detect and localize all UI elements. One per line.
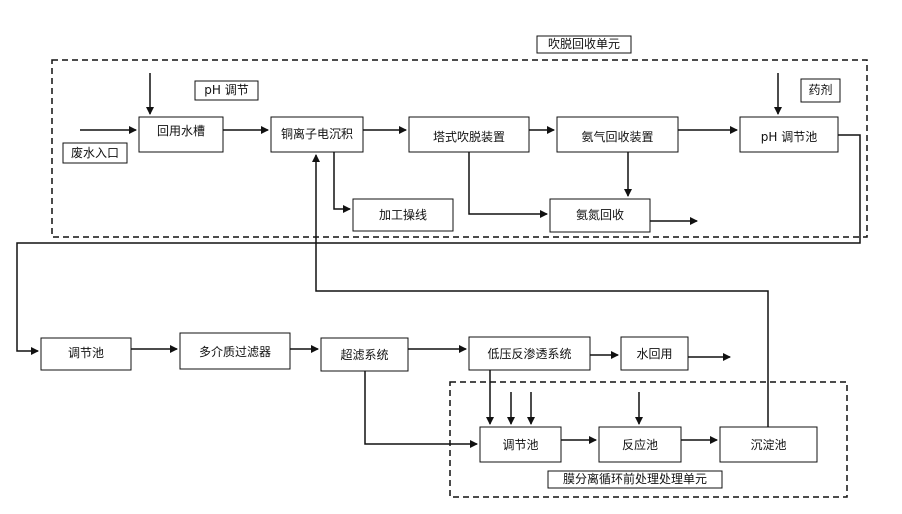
reaction-tank-box	[598, 426, 682, 463]
water-reuse-label: 水回用	[636, 347, 673, 361]
copper-electrodeposition-label: 铜离子电沉积	[280, 127, 353, 141]
ammonia-nitrogen-recovery-box	[549, 198, 651, 233]
ammonia-gas-recovery-box	[556, 116, 679, 153]
ph-adjust-tag: pH 调节	[204, 83, 249, 97]
sedimentation-tank-box	[719, 426, 818, 463]
reuse-tank-label: 回用水槽	[156, 124, 205, 138]
arrow-electrodeposition-to-processing-line	[333, 152, 351, 213]
membrane-unit-title-box	[547, 470, 723, 489]
arrow-stripping-to-nitrogen-recovery	[468, 152, 548, 218]
sedimentation-tank-label: 沉淀池	[750, 438, 787, 452]
reaction-tank-label: 反应池	[621, 438, 658, 452]
stripping-unit-title-box	[536, 35, 632, 54]
multimedia-filter-label: 多介质过滤器	[198, 345, 271, 359]
multimedia-filter-box	[179, 332, 291, 370]
wastewater-inlet-label: 废水入口	[70, 146, 119, 160]
equalization-tank-2-box	[479, 426, 562, 463]
low-pressure-ro-label: 低压反渗透系统	[487, 347, 572, 361]
equalization-tank-1-label: 调节池	[67, 346, 104, 360]
ammonia-nitrogen-recovery-label: 氨氮回收	[575, 208, 624, 222]
equalization-tank-1-box	[40, 337, 132, 371]
membrane-pretreatment-unit-boundary	[449, 381, 848, 498]
processing-line-label: 加工操线	[378, 208, 427, 222]
reagent-tag: 药剂	[808, 83, 833, 97]
processing-line-box	[352, 198, 454, 232]
ph-adjust-tank-box	[739, 116, 839, 153]
copper-electrodeposition-box	[270, 116, 364, 153]
arrow-ph-tank-to-equalization-1	[16, 134, 861, 355]
equalization-tank-2-label: 调节池	[502, 438, 539, 452]
ammonia-gas-recovery-label: 氨气回收装置	[581, 130, 654, 144]
reagent-tag-box	[800, 78, 841, 103]
reuse-tank-box	[138, 116, 224, 153]
tower-stripping-label: 塔式吹脱装置	[432, 130, 505, 144]
membrane-unit-title: 膜分离循环前处理处理单元	[562, 472, 707, 486]
ph-adjust-tag-box	[194, 80, 259, 101]
ultrafiltration-box	[320, 337, 409, 372]
arrow-sedimentation-to-electrodeposition	[312, 154, 769, 427]
low-pressure-ro-box	[468, 336, 591, 371]
ultrafiltration-label: 超滤系统	[340, 348, 389, 362]
stripping-recovery-unit-boundary	[51, 59, 868, 238]
water-reuse-box	[620, 336, 689, 371]
ph-adjust-tank-label: pH 调节池	[760, 130, 818, 144]
arrow-ultrafiltration-to-equalization-2	[364, 371, 478, 448]
wastewater-inlet-box	[62, 142, 128, 164]
stripping-unit-title: 吹脱回收单元	[547, 37, 620, 51]
